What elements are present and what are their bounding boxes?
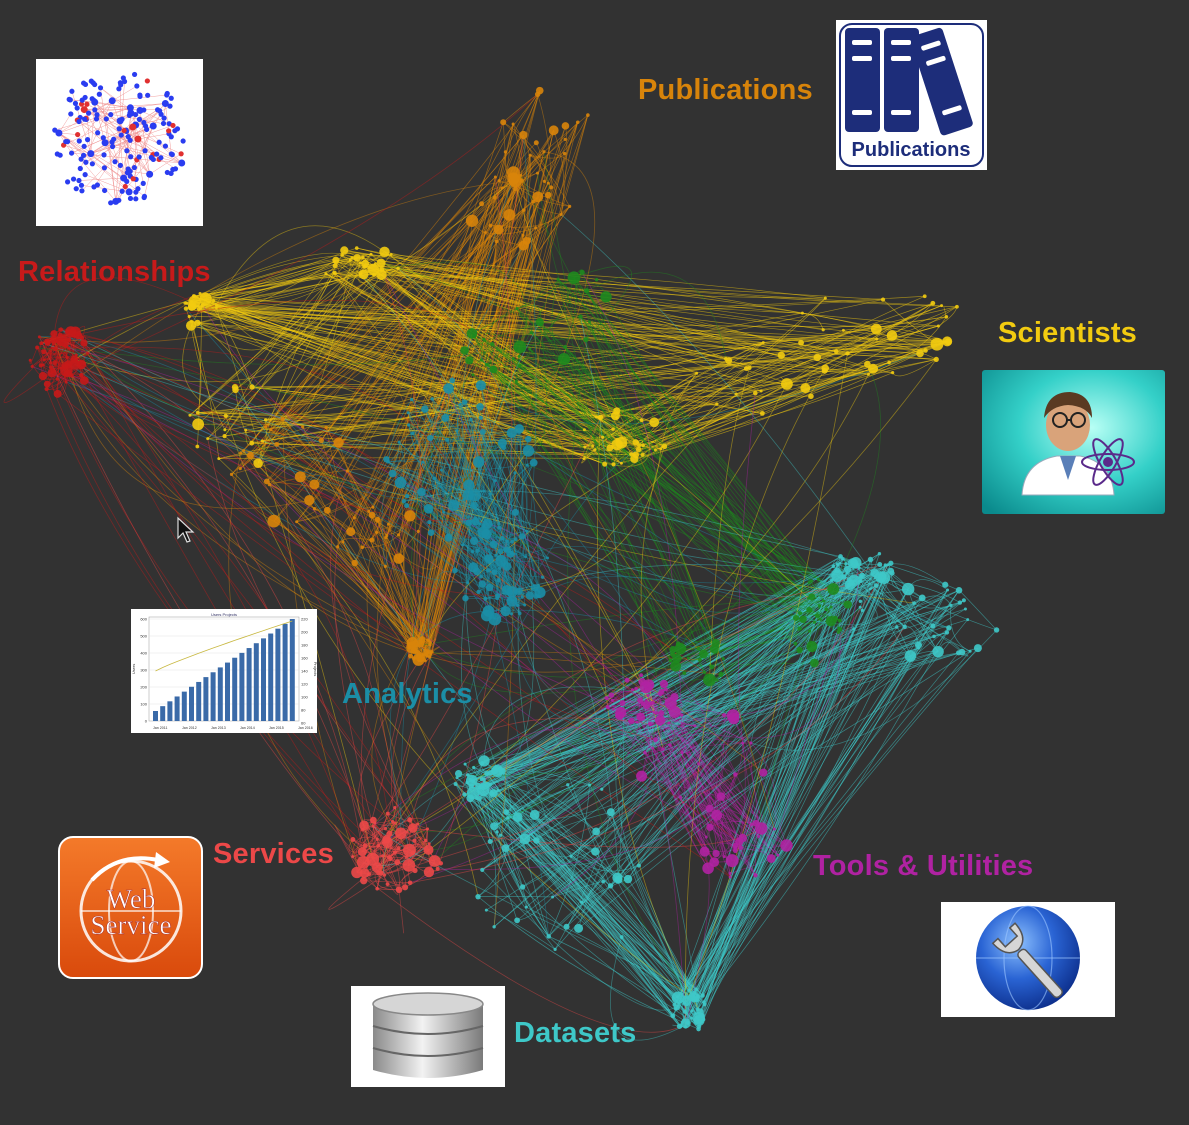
svg-text:100: 100 [301, 695, 308, 700]
scientists-label: Scientists [998, 317, 1137, 349]
bar-chart-thumbnail: Users Projects 600 500 400 300 200 100 0 220 200 1… [131, 609, 317, 733]
svg-text:Jan 2015: Jan 2015 [269, 726, 284, 730]
publications-label: Publications [638, 74, 813, 106]
svg-text:160: 160 [301, 656, 308, 661]
services-label: Services [213, 838, 334, 870]
svg-text:180: 180 [301, 643, 308, 648]
svg-text:Users Projects: Users Projects [211, 612, 237, 617]
svg-text:Jan 2014: Jan 2014 [240, 726, 255, 730]
datasets-label: Datasets [514, 1017, 637, 1049]
publications-icon-caption: Publications [852, 139, 971, 161]
analytics-label: Analytics [342, 678, 473, 710]
relationships-label: Relationships [18, 256, 211, 288]
svg-text:600: 600 [140, 617, 147, 622]
database-icon [351, 986, 505, 1087]
svg-text:100: 100 [140, 702, 147, 707]
svg-text:Jan 2011: Jan 2011 [153, 726, 168, 730]
svg-text:Jan 2016: Jan 2016 [298, 726, 313, 730]
svg-text:300: 300 [140, 668, 147, 673]
mouse-cursor-icon [177, 516, 195, 543]
web-service-icon: Web Service [58, 836, 203, 979]
svg-text:80: 80 [301, 708, 306, 713]
svg-text:60: 60 [301, 721, 306, 726]
svg-text:Jan 2013: Jan 2013 [211, 726, 226, 730]
network-graph-icon [36, 59, 203, 226]
svg-text:120: 120 [301, 682, 308, 687]
svg-text:140: 140 [301, 669, 308, 674]
svg-text:200: 200 [301, 630, 308, 635]
svg-text:200: 200 [140, 685, 147, 690]
publications-books-icon: Publications [836, 20, 987, 170]
svg-text:0: 0 [145, 719, 148, 724]
svg-text:Projects: Projects [313, 662, 317, 676]
scientist-icon [982, 370, 1165, 514]
web-service-line1: Web [107, 884, 156, 914]
svg-text:Users: Users [131, 664, 136, 674]
wrench-globe-icon [941, 902, 1115, 1017]
svg-text:400: 400 [140, 651, 147, 656]
web-service-line2: Service [91, 910, 172, 940]
svg-text:500: 500 [140, 634, 147, 639]
tools-label: Tools & Utilities [813, 850, 1034, 882]
svg-text:Jan 2012: Jan 2012 [182, 726, 197, 730]
svg-text:220: 220 [301, 617, 308, 622]
